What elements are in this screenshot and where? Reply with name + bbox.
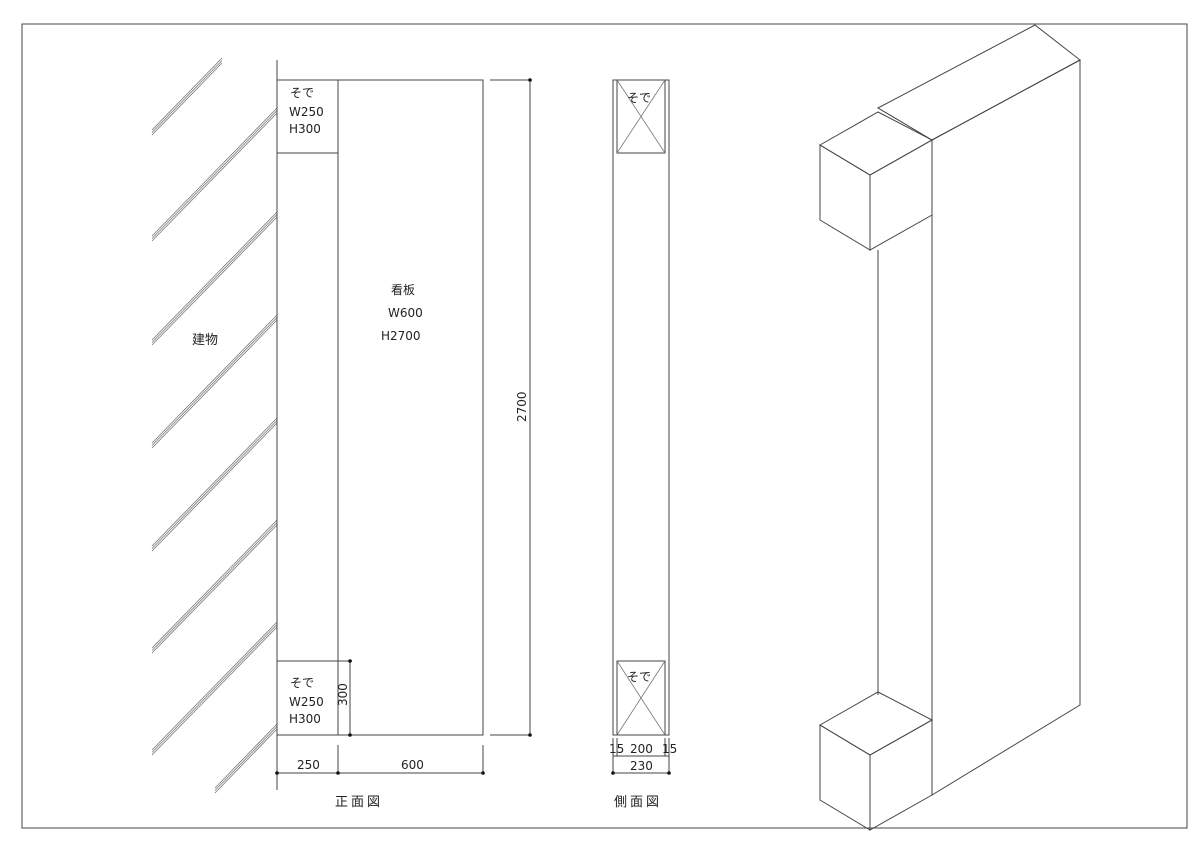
hatch-line <box>151 319 278 449</box>
dim-sign-width: 600 <box>401 758 424 772</box>
dim-height-total: 2700 <box>515 391 529 422</box>
hatch-line <box>151 107 278 237</box>
hatch-line <box>151 62 223 136</box>
hatch-line <box>151 420 278 549</box>
hatch-line <box>214 723 278 789</box>
hatch-line <box>151 621 278 751</box>
side-sode-bottom-label: そで <box>627 670 651 684</box>
front-view: そで W250 H300 そで W250 H300 看板 W600 H2700 … <box>275 78 532 810</box>
sode-bottom-height: H300 <box>289 712 321 726</box>
hatch-line <box>214 728 278 794</box>
sign-board <box>337 79 484 736</box>
sode-bottom-box <box>276 660 339 736</box>
dim-total: 230 <box>630 759 653 773</box>
iso-sode-top <box>819 111 934 251</box>
side-view: そで そで 15 200 15 230 側面図 <box>609 79 677 810</box>
hatch-line <box>151 112 278 242</box>
sign-width: W600 <box>388 306 423 320</box>
dim-sode-height: 300 <box>336 683 350 706</box>
sode-top-name: そで <box>290 86 314 100</box>
sode-top-height: H300 <box>289 122 321 136</box>
hatch-line <box>151 60 223 133</box>
sign-name: 看板 <box>391 283 415 297</box>
hatch-line <box>151 216 278 346</box>
sode-bottom-name: そで <box>290 676 314 690</box>
slab-top-face <box>876 24 1081 141</box>
dim-right: 15 <box>662 742 677 756</box>
building-hatch <box>151 57 278 794</box>
side-sode-top <box>616 79 666 154</box>
hatch-line <box>151 422 278 552</box>
slab-side-face <box>931 59 1081 796</box>
side-view-title: 側面図 <box>614 795 662 810</box>
hatch-line <box>151 417 278 547</box>
hatch-line <box>151 624 278 753</box>
sode-bottom-width: W250 <box>289 695 324 709</box>
side-sode-top-label: そで <box>627 91 651 105</box>
drawing-frame <box>21 23 1188 829</box>
dim-sode-width: 250 <box>297 758 320 772</box>
front-view-title: 正面図 <box>335 795 383 810</box>
hatch-line <box>214 726 278 791</box>
sign-height: H2700 <box>381 329 421 343</box>
side-sode-bottom <box>616 660 666 736</box>
hatch-line <box>151 314 278 444</box>
dim-middle: 200 <box>630 742 653 756</box>
side-board <box>612 79 670 736</box>
hatch-line <box>151 57 223 131</box>
iso-sode-bottom <box>819 691 934 831</box>
hatch-line <box>151 524 278 654</box>
hatch-line <box>151 626 278 756</box>
hatch-line <box>151 211 278 341</box>
building-label: 建物 <box>192 333 218 348</box>
hatch-line <box>151 214 278 343</box>
sode-top-width: W250 <box>289 105 324 119</box>
hatch-line <box>151 519 278 649</box>
hatch-line <box>151 110 278 239</box>
hatch-line <box>151 522 278 651</box>
isometric-view <box>819 24 1081 831</box>
hatch-line <box>151 317 278 446</box>
dim-left: 15 <box>609 742 624 756</box>
